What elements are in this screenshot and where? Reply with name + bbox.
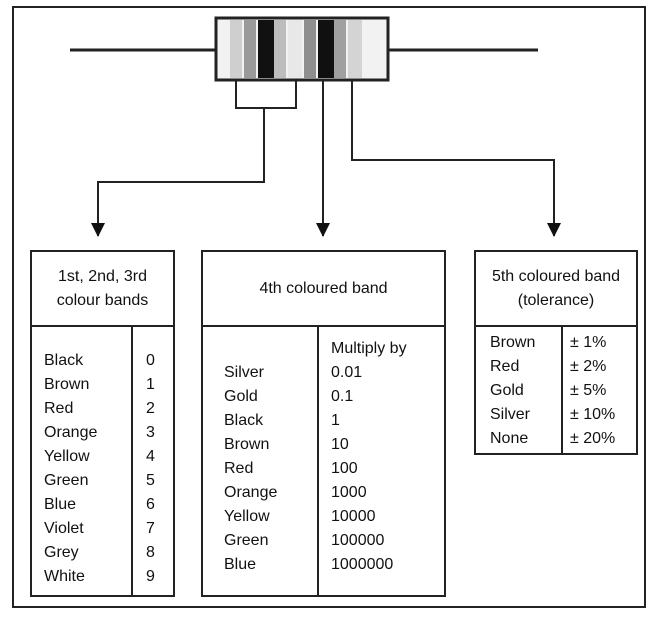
tolerance-value-list: ± 1% ± 2% ± 5% ± 10% ± 20% (570, 331, 615, 453)
colour-name: Green (44, 472, 89, 489)
colour-name: Brown (224, 436, 270, 453)
colour-name: Yellow (44, 448, 90, 465)
colour-name: Gold (490, 382, 524, 399)
resistor-band (258, 20, 274, 78)
resistor-band (304, 20, 316, 78)
colour-name: Orange (44, 424, 98, 441)
resistor-band (334, 20, 346, 78)
multiplier-band-header: 4th coloured band (203, 252, 444, 327)
resistor-band (244, 20, 256, 78)
colour-name: Blue (44, 496, 77, 513)
colour-name: Red (44, 400, 74, 417)
colour-name: Silver (224, 364, 265, 381)
colour-name: Black (224, 412, 264, 429)
multiplier-value: 1000000 (331, 556, 394, 573)
colour-bands-1-3-header: 1st, 2nd, 3rd colour bands (32, 252, 173, 327)
resistor-bands (230, 20, 362, 78)
multiplier-value: 100000 (331, 532, 385, 549)
colour-name: Red (490, 358, 520, 375)
colour-name: Violet (44, 520, 84, 537)
colour-bands-1-3-title-line1: 1st, 2nd, 3rd (58, 267, 147, 285)
multiplier-value: 1 (331, 412, 340, 429)
tolerance-band-header: 5th coloured band (tolerance) (476, 252, 636, 327)
colour-name: Gold (224, 388, 258, 405)
colour-name: Brown (44, 376, 90, 393)
tolerance-value: ± 20% (570, 430, 616, 447)
colour-name: Green (224, 532, 269, 549)
tolerance-value: ± 2% (570, 358, 607, 375)
digit-value: 9 (146, 568, 155, 585)
multiplier-value: 10 (331, 436, 349, 453)
colour-name: Yellow (224, 508, 270, 525)
multiplier-value: 0.01 (331, 364, 363, 381)
tolerance-band-title-line1: 5th coloured band (491, 267, 621, 285)
digit-value: 2 (146, 400, 155, 417)
colour-name: Grey (44, 544, 79, 561)
resistor-band (318, 20, 334, 78)
digit-value: 8 (146, 544, 155, 561)
multiplier-value-list: 0.01 0.1 1 10 100 1000 10000 100000 1000000 (331, 361, 407, 577)
digit-value: 4 (146, 448, 155, 465)
resistor-band (348, 20, 362, 78)
connector-band-5 (351, 80, 561, 237)
multiply-by-header: Multiply by (331, 340, 407, 357)
tolerance-value: ± 10% (570, 406, 616, 423)
colour-name: Blue (224, 556, 257, 573)
colour-name: Black (44, 352, 84, 369)
tolerance-value: ± 1% (570, 334, 607, 351)
multiplier-value: 100 (331, 460, 358, 477)
colour-name: Orange (224, 484, 278, 501)
multiplier-value: 10000 (331, 508, 376, 525)
resistor-band (274, 20, 286, 78)
multiplier-value: 1000 (331, 484, 367, 501)
digit-value: 1 (146, 376, 155, 393)
digit-value: 3 (146, 424, 155, 441)
digit-value: 7 (146, 520, 155, 537)
multiplier-value-column: Multiply by 0.01 0.1 1 10 100 1000 10000 100000… (331, 337, 407, 595)
resistor-band (288, 20, 302, 78)
tolerance-value: ± 5% (570, 382, 607, 399)
diagram-frame (12, 6, 646, 608)
band-group-bracket (235, 80, 297, 109)
colour-bands-1-3-title-line2: colour bands (56, 291, 149, 309)
column-divider (317, 325, 319, 595)
column-divider (131, 325, 133, 595)
column-divider (561, 325, 563, 453)
digit-list: 0 1 2 3 4 5 6 7 8 9 (146, 349, 155, 595)
digit-value: 5 (146, 472, 155, 489)
multiplier-value: 0.1 (331, 388, 354, 405)
colour-name: Silver (490, 406, 531, 423)
connector-bands-1-3 (91, 108, 265, 237)
digit-value: 6 (146, 496, 155, 513)
tolerance-band-title-line2: (tolerance) (517, 291, 595, 309)
multiplier-band-title: 4th coloured band (259, 279, 388, 297)
colour-name: Red (224, 460, 254, 477)
colour-name: None (490, 430, 529, 447)
colour-name: White (44, 568, 85, 585)
resistor-band (230, 20, 242, 78)
digit-value: 0 (146, 352, 155, 369)
colour-name: Brown (490, 334, 536, 351)
